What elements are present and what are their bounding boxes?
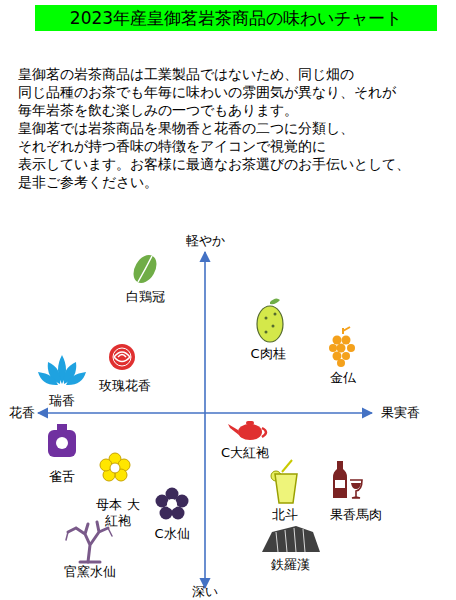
axes	[38, 252, 372, 588]
tea-label: 玫瑰花香	[99, 378, 151, 394]
axis-label: 花香	[9, 405, 35, 421]
lotus-icon	[38, 355, 86, 385]
tea-label: 金仏	[330, 370, 356, 386]
axis-label: 軽やか	[186, 233, 225, 249]
mountain-icon	[262, 526, 320, 552]
lemonade-icon	[271, 460, 297, 503]
rose-icon	[109, 344, 135, 370]
tea-label: 鉄羅漢	[271, 557, 310, 573]
lime-icon	[257, 298, 283, 342]
tea-label: 母本 大紅袍	[94, 497, 142, 530]
intro-text: 毎年岩茶を飲む楽しみの一つでもあります。	[18, 102, 298, 120]
tea-label: C大紅袍	[221, 445, 269, 461]
tea-label: 北斗	[272, 507, 298, 523]
teapot-icon	[228, 421, 266, 440]
tea-label: C肉桂	[250, 346, 285, 362]
intro-text: 同じ品種のお茶でも年毎に味わいの雰囲気が異なり、それが	[18, 84, 396, 102]
intro-text: 皇御茗では岩茶商品を果物香と花香の二つに分類し、	[18, 120, 354, 138]
intro-text: 皇御茗の岩茶商品は工業製品ではないため、同じ畑の	[18, 66, 354, 84]
grapes-icon	[329, 327, 355, 367]
intro-text: それぞれが持つ香味の特徴をアイコンで視覚的に	[18, 138, 326, 156]
tea-label: 官窯水仙	[64, 564, 116, 580]
tea-label: 果香馬肉	[330, 507, 382, 523]
perfume-icon	[48, 424, 76, 457]
axis-label: 果実香	[381, 405, 420, 421]
intro-text: 是非ご参考ください。	[18, 174, 158, 192]
leaf-icon	[129, 251, 161, 287]
intro-text: 表示しています。お客様に最適なお茶選びのお手伝いとして、	[18, 156, 410, 174]
tea-label: 瑞香	[49, 393, 75, 409]
axis-label: 深い	[192, 584, 218, 600]
dark-flower-icon	[156, 488, 189, 520]
tea-label: 白鶏冠	[126, 289, 165, 305]
tea-label: 雀舌	[49, 469, 75, 485]
chart-title: 2023年産皇御茗岩茶商品の味わいチャート	[35, 5, 437, 31]
tea-label: C水仙	[154, 526, 189, 542]
wine-icon	[333, 461, 362, 498]
yellow-flower-icon	[100, 453, 130, 481]
